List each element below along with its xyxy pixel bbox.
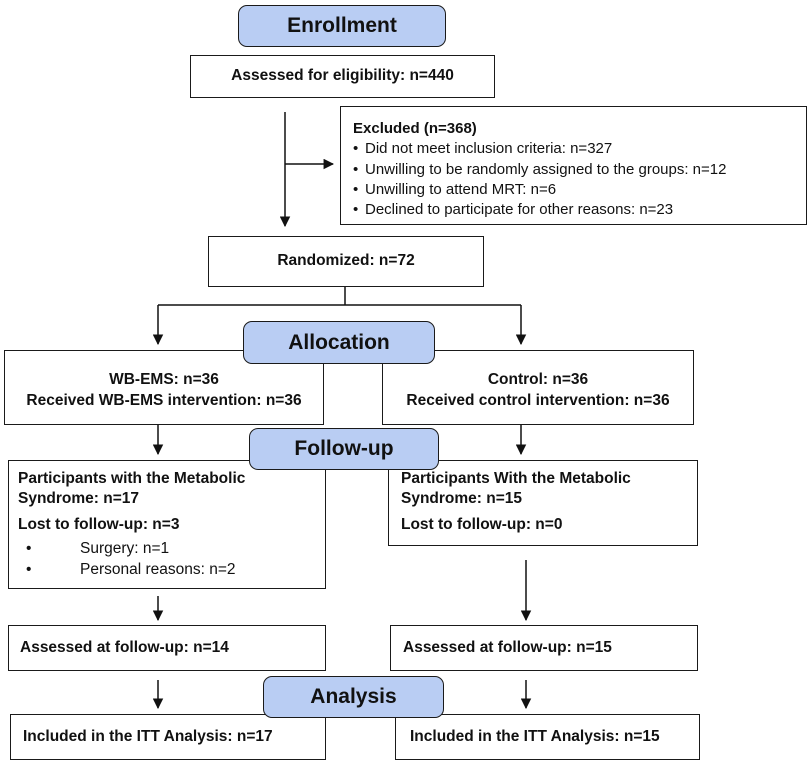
assessed-followup-control-text: Assessed at follow-up: n=15 — [403, 638, 612, 656]
excluded-reasons-list: Did not meet inclusion criteria: n=327 U… — [353, 139, 806, 220]
excluded-box: Excluded (n=368) Did not meet inclusion … — [340, 106, 807, 225]
stage-followup-label: Follow-up — [294, 437, 394, 460]
assessed-followup-control-box: Assessed at follow-up: n=15 — [390, 625, 698, 671]
stage-enrollment-label: Enrollment — [287, 14, 397, 37]
followup-control-participants-1: Participants With the Metabolic — [401, 470, 631, 487]
allocation-wbems-line2: Received WB-EMS intervention: n=36 — [26, 391, 302, 409]
assessed-followup-wbems-text: Assessed at follow-up: n=14 — [20, 638, 229, 656]
allocation-wbems-box: WB-EMS: n=36 Received WB-EMS interventio… — [4, 350, 324, 425]
assessed-followup-wbems-box: Assessed at follow-up: n=14 — [8, 625, 326, 671]
stage-analysis-label: Analysis — [310, 685, 397, 708]
excluded-title: Excluded (n=368) — [353, 120, 477, 137]
lost-reason: Personal reasons: n=2 — [18, 560, 325, 580]
followup-wbems-participants-1: Participants with the Metabolic — [18, 470, 246, 487]
stage-allocation-label: Allocation — [288, 330, 390, 354]
followup-control-participants-2: Syndrome: n=15 — [401, 490, 523, 508]
excluded-reason: Declined to participate for other reason… — [353, 200, 806, 221]
analysis-wbems-text: Included in the ITT Analysis: n=17 — [23, 727, 273, 745]
followup-wbems-lost-reasons: Surgery: n=1 Personal reasons: n=2 — [18, 539, 325, 579]
randomized-text: Randomized: n=72 — [277, 252, 415, 270]
followup-wbems-box: Participants with the Metabolic Syndrome… — [8, 460, 326, 589]
lost-reason: Surgery: n=1 — [18, 539, 325, 559]
stage-followup: Follow-up — [249, 428, 439, 470]
assessed-eligibility-box: Assessed for eligibility: n=440 — [190, 55, 495, 98]
allocation-control-line2: Received control intervention: n=36 — [406, 391, 670, 409]
stage-analysis: Analysis — [263, 676, 444, 718]
stage-enrollment: Enrollment — [238, 5, 446, 47]
followup-control-lost: Lost to follow-up: n=0 — [401, 516, 563, 534]
followup-control-box: Participants With the Metabolic Syndrome… — [388, 460, 698, 546]
followup-wbems-participants-2: Syndrome: n=17 — [18, 490, 140, 508]
analysis-wbems-box: Included in the ITT Analysis: n=17 — [10, 714, 326, 760]
excluded-reason: Unwilling to be randomly assigned to the… — [353, 160, 806, 181]
stage-allocation: Allocation — [243, 321, 435, 364]
analysis-control-text: Included in the ITT Analysis: n=15 — [410, 727, 660, 745]
randomized-box: Randomized: n=72 — [208, 236, 484, 287]
allocation-wbems-line1: WB-EMS: n=36 — [109, 370, 219, 388]
assessed-eligibility-text: Assessed for eligibility: n=440 — [231, 67, 454, 85]
followup-wbems-lost: Lost to follow-up: n=3 — [18, 516, 180, 534]
analysis-control-box: Included in the ITT Analysis: n=15 — [395, 714, 700, 760]
excluded-reason: Unwilling to attend MRT: n=6 — [353, 180, 806, 201]
allocation-control-box: Control: n=36 Received control intervent… — [382, 350, 694, 425]
allocation-control-line1: Control: n=36 — [487, 370, 589, 388]
excluded-reason: Did not meet inclusion criteria: n=327 — [353, 139, 806, 160]
